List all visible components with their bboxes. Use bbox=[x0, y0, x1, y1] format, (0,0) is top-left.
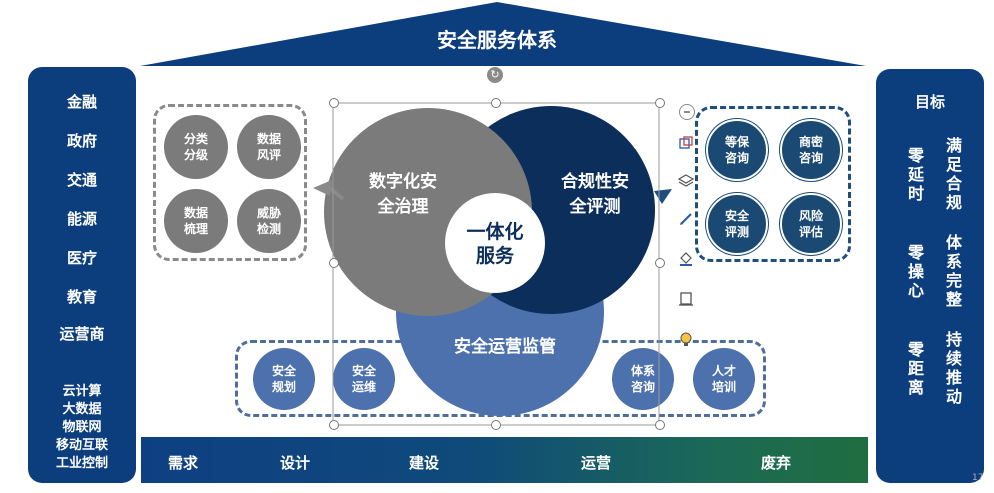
pen-icon[interactable] bbox=[677, 210, 695, 228]
goal-promise-item: 持续推动 bbox=[943, 331, 962, 407]
page-title: 安全服务体系 bbox=[437, 28, 557, 52]
center-circle bbox=[445, 193, 545, 293]
tech-scenario-item: 工业控制 bbox=[55, 456, 108, 471]
governance-services-box bbox=[153, 104, 307, 261]
goal-zero-item: 零操心 bbox=[905, 244, 924, 301]
goal-promise-item: 满足合规 bbox=[943, 137, 962, 213]
operations-service-bubble: 安全规划 bbox=[253, 348, 315, 410]
industries-panel: 金融 政府 交通 能源 医疗 教育 运营商 云计算 大数据 物联网 移动互联 工… bbox=[28, 67, 136, 483]
roof-banner bbox=[140, 2, 866, 66]
rotate-handle-icon[interactable]: ↻ bbox=[487, 67, 503, 83]
stage-label: 运营 bbox=[581, 454, 612, 472]
stage-label: 需求 bbox=[168, 454, 199, 472]
center-label: 一体化服务 bbox=[466, 221, 524, 267]
industry-item: 交通 bbox=[66, 171, 97, 189]
governance-service-bubble: 分类分级 bbox=[164, 115, 228, 179]
resize-handle[interactable] bbox=[655, 420, 665, 430]
operations-circle-label: 安全运营监管 bbox=[454, 337, 556, 357]
goals-panel: 目标 零延时 零操心 零距离 满足合规 体系完整 持续推动 bbox=[876, 69, 984, 483]
tech-scenario-item: 移动互联 bbox=[55, 438, 108, 453]
lifecycle-stage-bar: 需求 设计 建设 运营 废弃 bbox=[141, 437, 868, 483]
tech-scenario-item: 大数据 bbox=[62, 402, 102, 417]
operations-service-bubble: 安全运维 bbox=[333, 348, 395, 410]
industry-item: 教育 bbox=[66, 288, 97, 306]
stage-label: 设计 bbox=[280, 454, 311, 472]
layers-icon[interactable] bbox=[677, 172, 695, 190]
industry-item: 政府 bbox=[66, 132, 97, 150]
resize-handle[interactable] bbox=[655, 98, 665, 108]
goals-title: 目标 bbox=[914, 93, 945, 111]
frame-icon[interactable] bbox=[677, 290, 695, 308]
goal-zero-item: 零延时 bbox=[905, 147, 924, 204]
governance-service-bubble: 威胁检测 bbox=[237, 189, 301, 253]
stage-label: 废弃 bbox=[761, 454, 792, 472]
compliance-service-bubble: 安全评测 bbox=[706, 193, 768, 255]
resize-handle[interactable] bbox=[329, 98, 339, 108]
industry-item: 能源 bbox=[66, 210, 97, 228]
resize-handle[interactable] bbox=[329, 258, 339, 268]
compliance-service-bubble: 等保咨询 bbox=[706, 119, 768, 181]
compliance-service-bubble: 风险评估 bbox=[780, 193, 842, 255]
governance-circle-label: 数字化安全治理 bbox=[369, 172, 437, 217]
stage-label: 建设 bbox=[409, 454, 440, 472]
lightbulb-icon[interactable] bbox=[677, 330, 695, 348]
resize-handle[interactable] bbox=[655, 258, 665, 268]
governance-service-bubble: 数据梳理 bbox=[164, 189, 228, 253]
tech-scenario-item: 云计算 bbox=[62, 384, 102, 399]
resize-handle[interactable] bbox=[491, 420, 501, 430]
goal-zero-item: 零距离 bbox=[905, 341, 924, 398]
arrow-left-icon bbox=[313, 180, 332, 196]
page-number: 17 bbox=[972, 473, 984, 483]
compliance-service-bubble: 商密咨询 bbox=[780, 119, 842, 181]
tech-scenario-item: 物联网 bbox=[62, 420, 102, 435]
shape-style-icon[interactable] bbox=[677, 134, 695, 152]
collapse-icon[interactable] bbox=[679, 104, 695, 120]
operations-service-bubble: 人才培训 bbox=[693, 348, 755, 410]
compliance-services-box bbox=[695, 106, 851, 262]
resize-handle[interactable] bbox=[329, 420, 339, 430]
industry-item: 金融 bbox=[66, 93, 97, 111]
compliance-circle-label: 合规性安全评测 bbox=[561, 172, 629, 217]
resize-handle[interactable] bbox=[491, 98, 501, 108]
goal-promise-item: 体系完整 bbox=[943, 234, 962, 310]
industry-item: 医疗 bbox=[66, 249, 97, 267]
governance-service-bubble: 数据风评 bbox=[237, 115, 301, 179]
arrow-right-icon bbox=[654, 189, 672, 204]
industry-item: 运营商 bbox=[59, 325, 105, 343]
fill-bucket-icon[interactable] bbox=[677, 250, 695, 268]
operations-service-bubble: 体系咨询 bbox=[612, 348, 674, 410]
